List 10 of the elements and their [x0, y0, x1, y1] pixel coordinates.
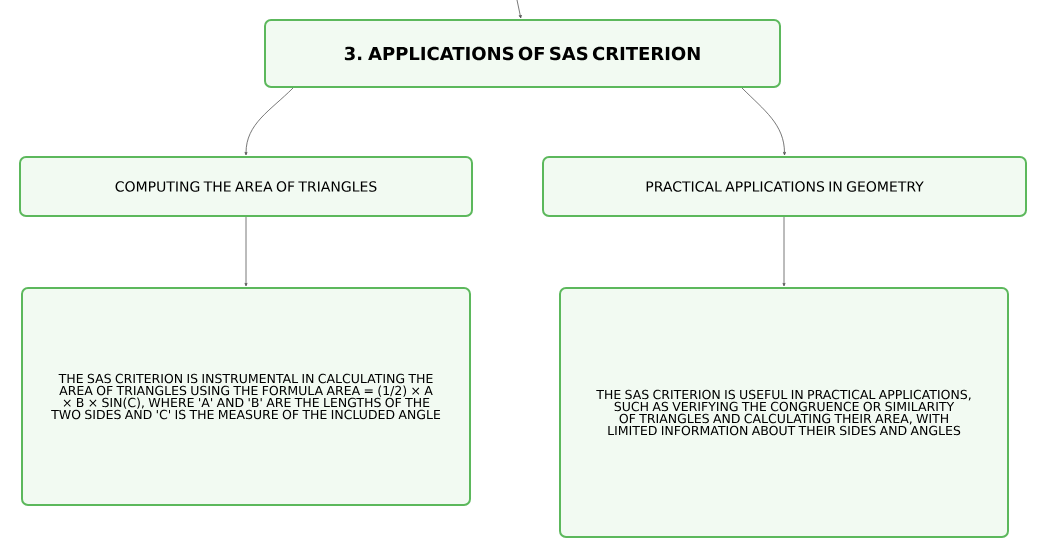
topic-box: PRACTICAL APPLICATIONS IN GEOMETRY	[542, 156, 1027, 217]
arrow	[244, 216, 248, 287]
arrow	[782, 216, 786, 287]
topic-box: COMPUTING THE AREA OF TRIANGLES	[19, 156, 473, 217]
title-box: 3. APPLICATIONS OF SAS CRITERION	[264, 19, 781, 88]
description-box: THE SAS CRITERION IS INSTRUMENTAL IN CALCULATING THE AREA OF TRIANGLES USING THE FORMULA AREA = (1/2) × A × B × SIN(C), WHERE 'A' AND 'B' ARE THE LENGTHS OF THE TWO SIDES AND 'C' IS THE MEASURE OF THE INCLUDED ANGLE	[21, 287, 471, 506]
description-box: THE SAS CRITERION IS USEFUL IN PRACTICAL APPLICATIONS, SUCH AS VERIFYING THE CONGRUENCE OR SIMILARITY OF TRIANGLES AND CALCULATING THEIR AREA, WITH LIMITED INFORMATION ABOUT THEIR SIDES AND ANGLES	[559, 287, 1009, 538]
arrow	[741, 87, 786, 156]
arrow	[244, 87, 294, 156]
arrow	[516, 0, 522, 19]
